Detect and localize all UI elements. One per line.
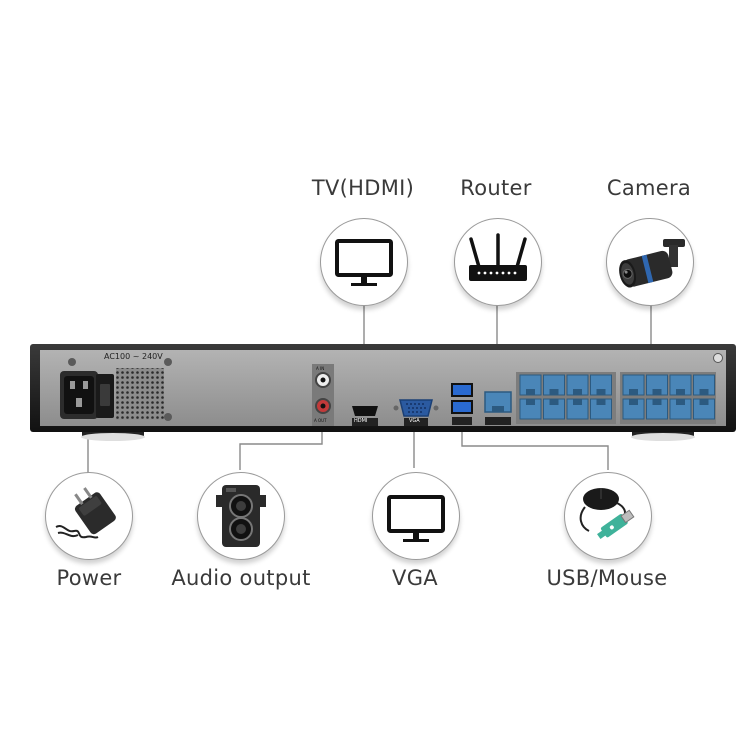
usb-port-bottom (451, 400, 473, 414)
audio-output-label: Audio output (171, 566, 311, 590)
camera-icon-circle (606, 218, 694, 306)
hdmi-port (352, 406, 378, 416)
usb-mouse-label: USB/Mouse (546, 566, 668, 590)
power-adapter-icon (55, 487, 116, 539)
router-icon (469, 233, 527, 281)
mouse-usb-icon (579, 488, 635, 539)
audio-line (239, 428, 323, 470)
power-icon-circle (45, 472, 133, 560)
poe-ports (519, 374, 715, 420)
router-icon-circle (454, 218, 542, 306)
audio-icon-circle (197, 472, 285, 560)
usb-line (461, 428, 609, 470)
router-label: Router (460, 176, 532, 200)
audio-out-label: A OUT (314, 418, 327, 423)
vga-icon-circle (372, 472, 460, 560)
vga-port-label: VGA (409, 418, 420, 424)
monitor-icon (335, 239, 393, 286)
speaker-icon (216, 485, 266, 547)
power-label: Power (56, 566, 122, 590)
usb-port-top (451, 383, 473, 397)
tv-hdmi-label: TV(HDMI) (311, 176, 415, 200)
panel-screws (68, 353, 723, 421)
vga-port (399, 399, 433, 417)
usb-icon-circle (564, 472, 652, 560)
hdmi-port-label: HDMI (354, 418, 368, 424)
vga-label: VGA (392, 566, 438, 590)
monitor-icon (387, 495, 445, 542)
camera-label: Camera (606, 176, 692, 200)
ac-rating-label: AC100 ~ 240V (104, 352, 163, 361)
audio-in-label: A IN (316, 366, 325, 371)
bullet-camera-icon (619, 239, 685, 288)
fan-grill (116, 368, 164, 420)
tv-icon-circle (320, 218, 408, 306)
